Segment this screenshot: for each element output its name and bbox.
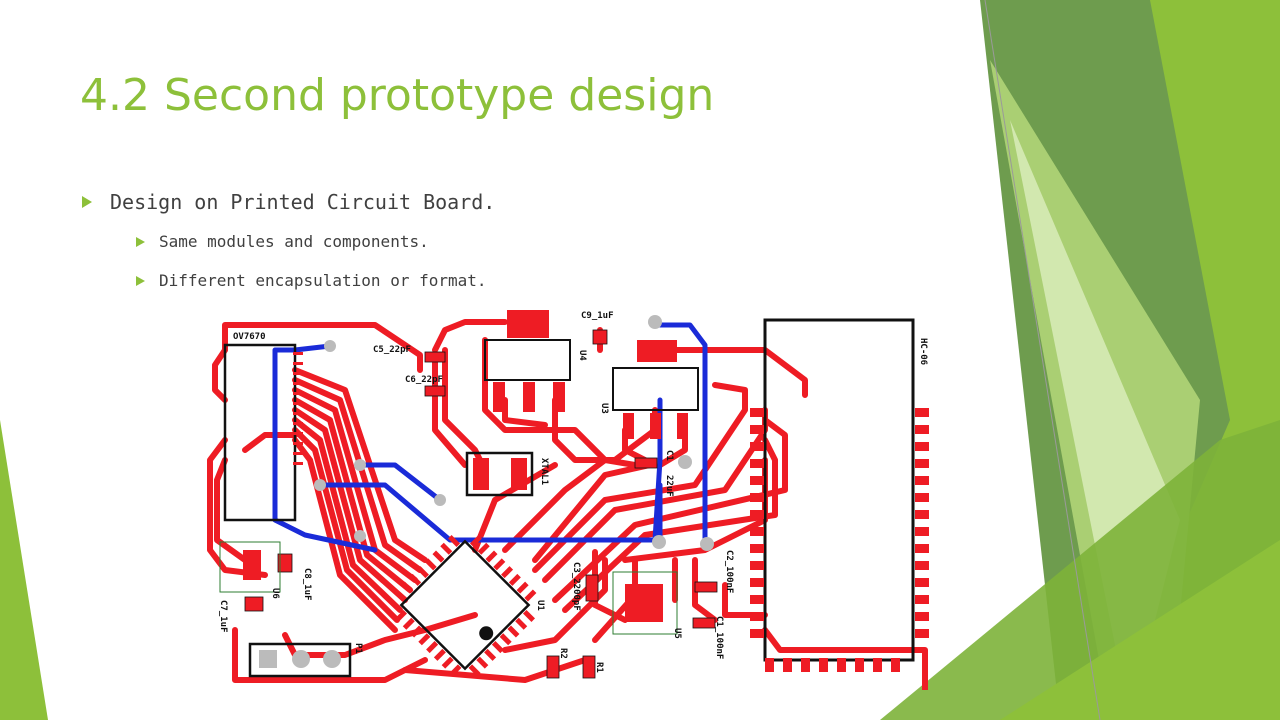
- bullet-text: Design on Printed Circuit Board.: [110, 190, 496, 214]
- bullet-arrow-icon: [136, 236, 145, 247]
- u5-pad: [625, 584, 663, 622]
- xtal-pad: [473, 458, 489, 490]
- decor-bottom-right-shard: [1000, 540, 1280, 720]
- p1-label: P1: [353, 643, 363, 654]
- c1-value-label: 22uF: [664, 475, 674, 497]
- p1-pin-square: [259, 650, 277, 668]
- xtal-pad: [511, 458, 527, 490]
- hc06-label: HC-06: [918, 338, 928, 365]
- u4-pad: [507, 310, 549, 338]
- xtal-label: XTAL1: [539, 458, 549, 485]
- u3-pad: [637, 340, 677, 362]
- u3-pin: [677, 413, 688, 439]
- xtal-outline: [465, 451, 534, 497]
- decor-left-green-shard: [0, 420, 48, 720]
- r1-label: R1: [594, 662, 604, 673]
- p1-connector-outline: [248, 642, 352, 678]
- pcb-layout-diagram: OV7670 U4 U3 XTAL1: [207, 310, 929, 690]
- p1-pin-round: [323, 650, 341, 668]
- p1-pin-round: [292, 650, 310, 668]
- u4-pin: [553, 382, 565, 412]
- bullet-level1: Design on Printed Circuit Board.: [82, 190, 495, 214]
- u6-outline: [219, 541, 281, 593]
- u5-label: U5: [672, 628, 682, 639]
- u1-chip: [393, 534, 537, 677]
- c8-label: C8_1uF: [302, 568, 312, 601]
- u1-label: U1: [535, 600, 545, 611]
- c1-label: C1: [664, 450, 674, 461]
- c2-label: C2_100nF: [724, 550, 734, 593]
- bullet-text: Different encapsulation or format.: [159, 271, 487, 290]
- r2-label: R2: [558, 648, 568, 659]
- vias: [314, 315, 714, 551]
- u3-pin: [650, 413, 661, 439]
- decor-thin-line: [984, 0, 1101, 720]
- u4-pin: [493, 382, 505, 412]
- u3-pin: [623, 413, 634, 439]
- u4-pin: [523, 382, 535, 412]
- camera-pins: [293, 352, 303, 465]
- hc06-pads: [750, 408, 929, 672]
- capacitors: [244, 329, 718, 679]
- c9-label: C9_1uF: [581, 311, 614, 321]
- u5-outline: [612, 571, 678, 635]
- bullet-text: Same modules and components.: [159, 232, 429, 251]
- u6-pad: [243, 550, 261, 580]
- c6-label: C6_22pF: [405, 375, 443, 385]
- u6-label: U6: [270, 588, 280, 599]
- c5-label: C5_22pF: [373, 345, 411, 355]
- camera-label: OV7670: [233, 332, 266, 342]
- u4-label: U4: [577, 350, 587, 361]
- bullet-arrow-icon: [82, 196, 92, 208]
- slide-title: 4.2 Second prototype design: [80, 70, 715, 121]
- c1b-label: C1_100nF: [714, 616, 724, 659]
- bullet-level2: Different encapsulation or format.: [136, 271, 487, 290]
- bullet-arrow-icon: [136, 275, 145, 286]
- c7-label: C7_1uF: [218, 600, 228, 633]
- bullet-level2: Same modules and components.: [136, 232, 429, 251]
- u3-label: U3: [599, 403, 609, 414]
- u4-outline: [484, 339, 571, 381]
- red-traces: [207, 319, 928, 690]
- c3-label: C3_2200pF: [571, 562, 581, 611]
- u3-outline: [612, 367, 699, 411]
